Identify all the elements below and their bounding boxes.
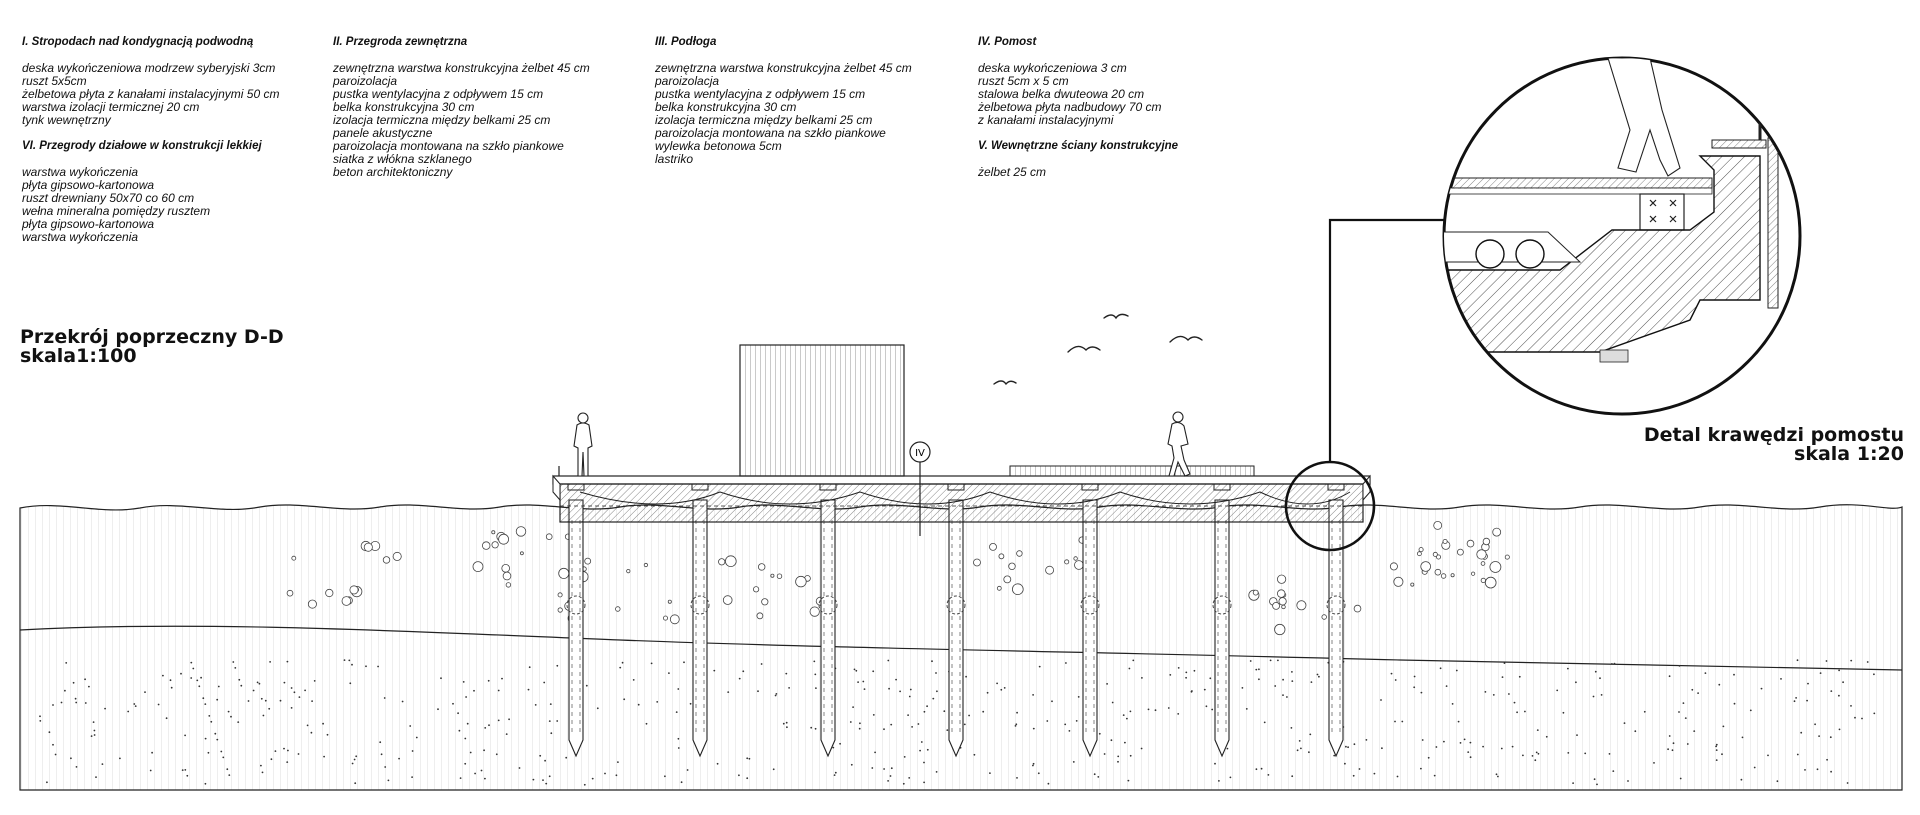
spec-list: zewnętrzna warstwa konstrukcyjna żelbet … — [655, 62, 955, 166]
pile — [1326, 483, 1346, 758]
section-title: Przekrój poprzeczny D-D skala1:100 — [20, 328, 284, 366]
spec-item: pustka wentylacyjna z odpływem 15 cm — [333, 87, 544, 101]
detail-leader-line — [1328, 218, 1448, 462]
spec-heading: IV. Pomost — [978, 36, 1037, 48]
spec-item: belka konstrukcyjna 30 cm — [333, 100, 475, 114]
spec-item: żelbetowa płyta z kanałami instalacyjnym… — [22, 87, 280, 101]
spec-item: wylewka betonowa 5cm — [655, 139, 782, 153]
spec-item: warstwa wykończenia — [22, 230, 139, 244]
bench — [1009, 465, 1255, 477]
spec-item: paroizolacja — [655, 74, 720, 88]
section-marker-label: IV — [915, 448, 925, 459]
piles — [566, 483, 1346, 758]
spec-item: warstwa wykończenia — [22, 165, 139, 179]
spec-item: żelbet 25 cm — [978, 165, 1047, 179]
spec-list: deska wykończeniowa modrzew syberyjski 3… — [22, 62, 322, 127]
spec-item: belka konstrukcyjna 30 cm — [655, 100, 797, 114]
spec-item: ruszt 5cm x 5 cm — [978, 74, 1069, 88]
detail-title-scale: skala 1:20 — [1794, 443, 1904, 465]
detail-title: Detal krawędzi pomostu skala 1:20 — [1644, 426, 1904, 464]
pile — [946, 483, 966, 758]
pavilion — [739, 344, 905, 477]
spec-group-1: I. Stropodach nad kondygnacją podwodną d… — [22, 36, 322, 257]
spec-heading: I. Stropodach nad kondygnacją podwodną — [22, 36, 254, 48]
spec-item: izolacja termiczna między belkami 25 cm — [333, 113, 551, 127]
spec-item: izolacja termiczna między belkami 25 cm — [655, 113, 873, 127]
spec-item: lastriko — [655, 152, 694, 166]
spec-heading: III. Podłoga — [655, 36, 717, 48]
spec-item: wełna mineralna pomiędzy rusztem — [22, 204, 211, 218]
spec-item: zewnętrzna warstwa konstrukcyjna żelbet … — [333, 61, 590, 75]
pile — [1212, 483, 1232, 758]
spec-list: zewnętrzna warstwa konstrukcyjna żelbet … — [333, 62, 633, 179]
spec-item: panele akustyczne — [333, 126, 433, 140]
seagulls — [993, 313, 1203, 386]
spec-item: żelbetowa płyta nadbudowy 70 cm — [978, 100, 1162, 114]
spec-item: płyta gipsowo-kartonowa — [22, 178, 155, 192]
spec-item: ruszt drewniany 50x70 co 60 cm — [22, 191, 195, 205]
pile — [818, 483, 838, 758]
spec-item: płyta gipsowo-kartonowa — [22, 217, 155, 231]
spec-heading: VI. Przegrody działowe w konstrukcji lek… — [22, 140, 262, 152]
person-figure-walking — [1167, 411, 1191, 477]
spec-item: pustka wentylacyjna z odpływem 15 cm — [655, 87, 866, 101]
section-marker: IV — [909, 441, 931, 536]
spec-item: deska wykończeniowa 3 cm — [978, 61, 1127, 75]
seabed-line — [19, 625, 1903, 671]
spec-item: siatka z włókna szklanego — [333, 152, 472, 166]
spec-item: paroizolacja — [333, 74, 398, 88]
spec-item: paroizolacja montowana na szkło piankowe — [655, 126, 886, 140]
pontoon-deck — [552, 474, 1371, 523]
pile — [566, 483, 586, 758]
spec-group-2: II. Przegroda zewnętrzna zewnętrzna wars… — [333, 36, 633, 192]
spec-item: deska wykończeniowa modrzew syberyjski 3… — [22, 61, 276, 75]
spec-item: paroizolacja montowana na szkło piankowe — [333, 139, 564, 153]
spec-list: żelbet 25 cm — [978, 166, 1278, 179]
spec-heading: II. Przegroda zewnętrzna — [333, 36, 468, 48]
detail-title-name: Detal krawędzi pomostu — [1643, 424, 1904, 446]
pile — [1080, 483, 1100, 758]
person-figure-left — [573, 412, 593, 477]
spec-item: tynk wewnętrzny — [22, 113, 111, 127]
spec-item: beton architektoniczny — [333, 165, 453, 179]
spec-item: warstwa izolacji termicznej 20 cm — [22, 100, 200, 114]
pile — [690, 483, 710, 758]
spec-item: zewnętrzna warstwa konstrukcyjna żelbet … — [655, 61, 912, 75]
edge-detail — [1442, 56, 1802, 416]
spec-group-3: III. Podłoga zewnętrzna warstwa konstruk… — [655, 36, 955, 179]
spec-item: z kanałami instalacyjnymi — [978, 113, 1114, 127]
spec-heading: V. Wewnętrzne ściany konstrukcyjne — [978, 140, 1179, 152]
spec-item: stalowa belka dwuteowa 20 cm — [978, 87, 1145, 101]
spec-item: ruszt 5x5cm — [22, 74, 87, 88]
section-title-scale: skala1:100 — [20, 345, 137, 367]
section-title-name: Przekrój poprzeczny D-D — [20, 326, 284, 348]
